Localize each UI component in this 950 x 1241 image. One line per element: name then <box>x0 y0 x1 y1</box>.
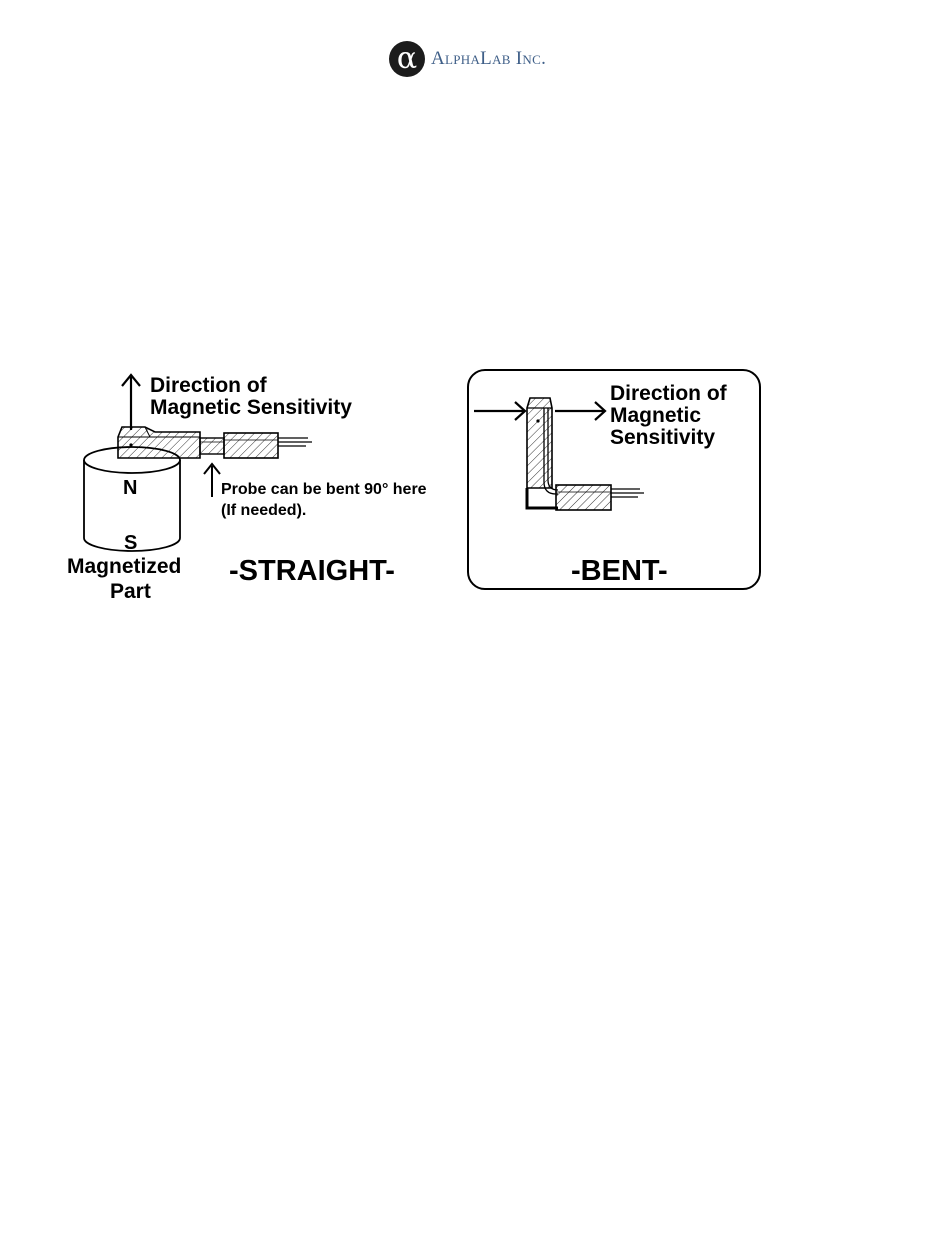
pole-north-label: N <box>123 478 137 498</box>
sensitivity-arrow-up <box>122 375 140 430</box>
bent-direction-label-line3: Sensitivity <box>610 427 715 448</box>
direction-label-line1: Direction of <box>150 375 267 396</box>
pole-south-label: S <box>124 533 137 553</box>
bend-note-line1: Probe can be bent 90° here <box>221 482 427 498</box>
magnetized-part-label-line1: Magnetized <box>67 556 181 577</box>
bent-direction-label-line1: Direction of <box>610 383 727 404</box>
probe-straight <box>118 427 312 458</box>
straight-caption: -STRAIGHT- <box>229 557 395 586</box>
bent-direction-label-line2: Magnetic <box>610 405 701 426</box>
magnetized-part-label-line2: Part <box>110 581 151 602</box>
bend-note-line2: (If needed). <box>221 503 306 519</box>
direction-label-line2: Magnetic Sensitivity <box>150 397 352 418</box>
bend-point-arrow <box>204 464 220 497</box>
bent-caption: -BENT- <box>571 557 668 586</box>
sensor-dot <box>129 443 132 446</box>
